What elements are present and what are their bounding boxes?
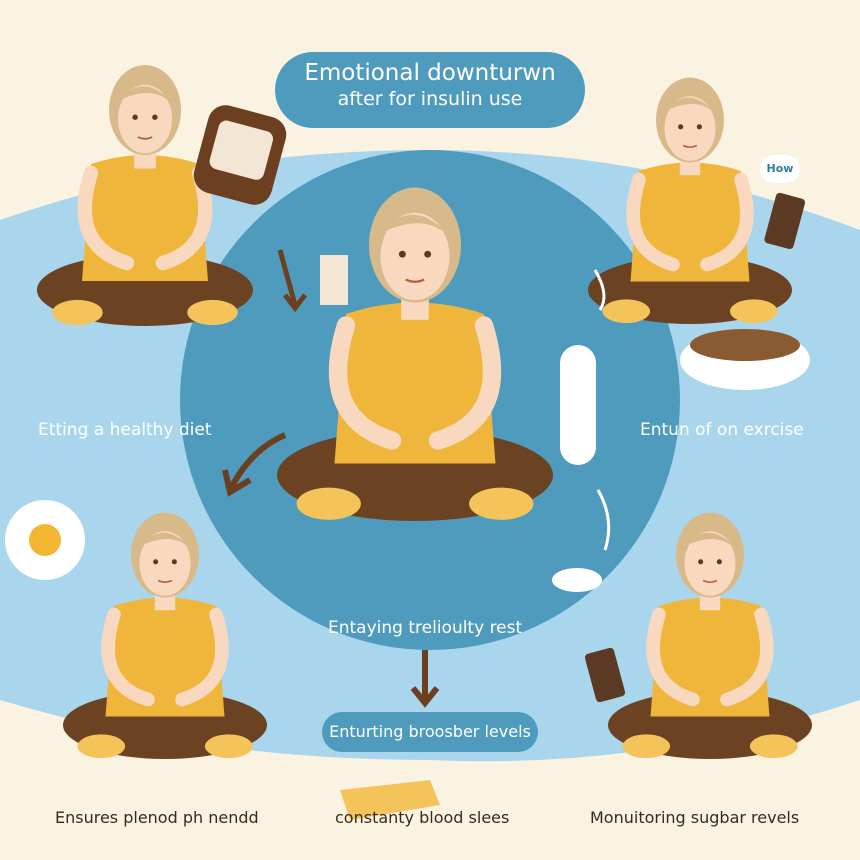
label-bottom-left: Ensures plenod ph nendd: [55, 808, 259, 827]
arrow-icon: [222, 432, 287, 497]
arrow-icon: [410, 650, 440, 708]
cup-icon: [320, 255, 348, 305]
label-bottom-center: constanty blood slees: [335, 808, 510, 827]
label-center: Entaying trelioulty rest: [328, 618, 523, 638]
speech-bubble: How: [760, 155, 800, 183]
insulin-pen-icon: [560, 345, 596, 465]
tablet-icon: [584, 647, 626, 703]
sun-icon: [29, 524, 61, 556]
bowl-icon: [552, 568, 602, 592]
label-pill: Enturting broosber levels: [322, 712, 538, 752]
arrow-icon: [593, 269, 606, 311]
label-bottom-right: Monuitoring sugbar revels: [590, 808, 800, 827]
arrow-icon: [277, 249, 307, 313]
phone-icon: [764, 192, 806, 250]
title-line2: after for insulin use: [337, 88, 523, 110]
title-banner: Emotional downturwn after for insulin us…: [275, 52, 585, 128]
label-top-left: Etting a healthy diet: [38, 420, 212, 440]
test-strip-icon: [340, 780, 440, 820]
arrow-icon: [596, 489, 611, 551]
label-top-right: Entun of on exrcise: [640, 420, 804, 440]
title-line1: Emotional downturwn: [304, 60, 556, 86]
